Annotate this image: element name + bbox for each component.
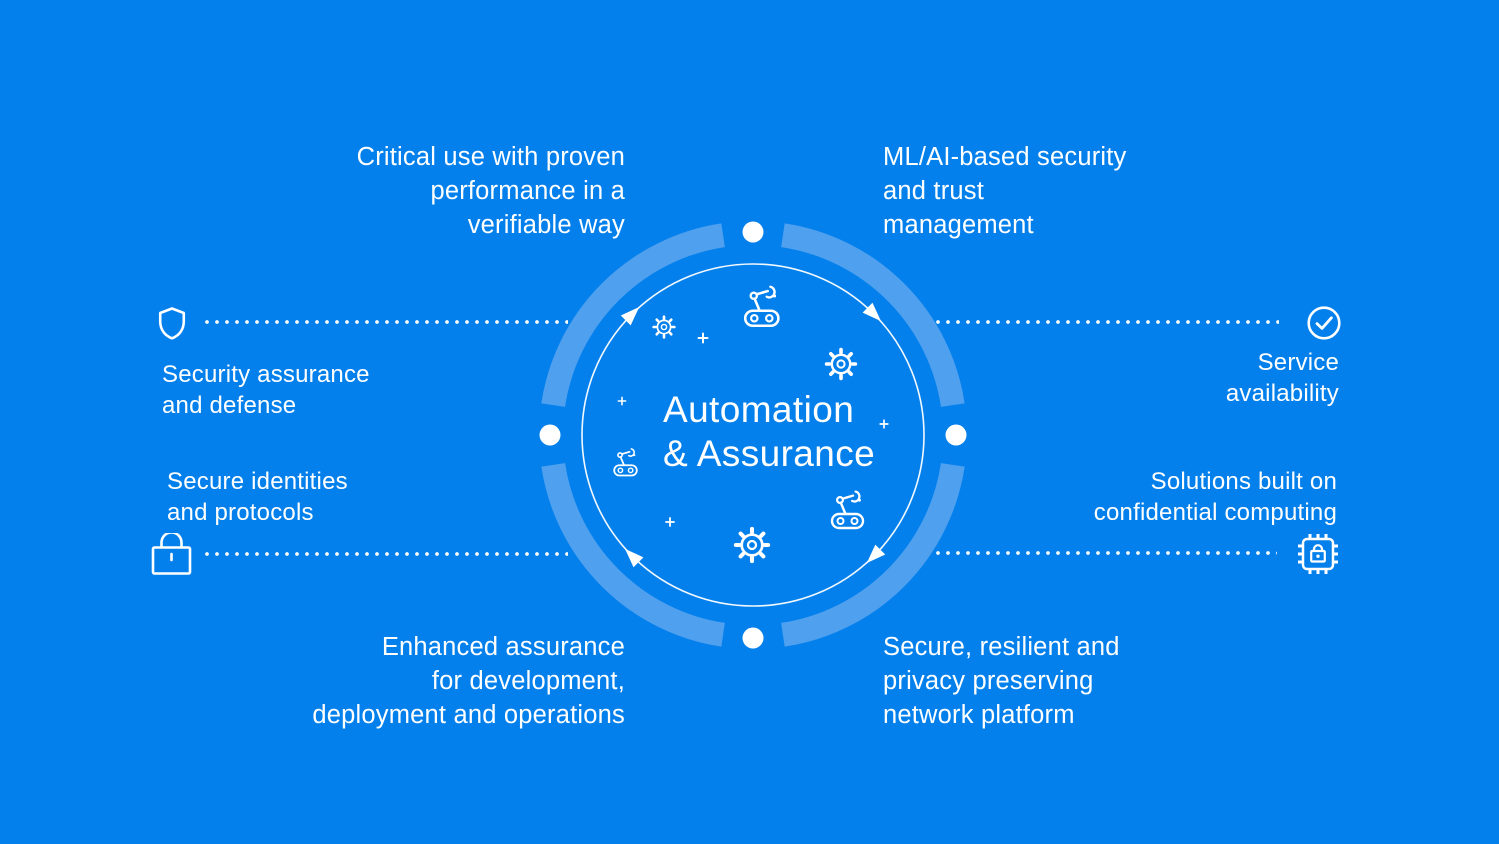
callout-line: Solutions built on	[1150, 468, 1337, 495]
callout-line: availability	[1225, 379, 1339, 407]
callout-line: verifiable way	[467, 211, 625, 239]
cycle-circle	[581, 263, 925, 607]
lock-icon	[151, 533, 192, 575]
callout-line: Secure identities	[167, 468, 348, 495]
callout-bottom-left: Enhanced assurance for development, depl…	[312, 630, 625, 732]
center-title: Automation & Assurance	[663, 388, 875, 476]
gear-icon	[824, 347, 858, 381]
callout-line: confidential computing	[1093, 498, 1337, 526]
dotted-connector	[933, 551, 1277, 555]
plus-icon	[617, 396, 627, 406]
callout-identities: Secure identities and protocols	[167, 467, 348, 528]
callout-bottom-right: Secure, resilient and privacy preserving…	[883, 630, 1120, 732]
dotted-connector	[202, 552, 568, 556]
callout-line: privacy preserving	[883, 667, 1094, 695]
callout-line: for development,	[431, 667, 625, 695]
plus-icon	[697, 332, 709, 344]
gear-icon	[736, 529, 768, 561]
callout-security: Security assurance and defense	[162, 360, 370, 421]
callout-line: ML/AI-based security	[883, 143, 1127, 171]
callout-line: Critical use with proven	[356, 143, 625, 171]
callout-line: performance in a	[430, 177, 625, 205]
chip-lock-icon	[1295, 531, 1341, 577]
shield-icon	[157, 306, 187, 341]
node-dots	[539, 221, 967, 649]
plus-icon	[665, 517, 675, 527]
plus-icon	[879, 419, 889, 429]
callout-availability: Service availability	[1226, 348, 1339, 409]
callout-line: management	[883, 211, 1034, 239]
callout-line: deployment and operations	[312, 701, 625, 729]
center-title-line: & Assurance	[663, 433, 876, 474]
callout-line: Security assurance	[162, 361, 370, 388]
check-circle-icon	[1306, 305, 1342, 341]
callout-line: and defense	[162, 391, 297, 419]
automation-cycle-graphic	[539, 221, 967, 649]
callout-line: and protocols	[167, 498, 314, 526]
node-dot	[742, 627, 764, 649]
callout-line: network platform	[883, 701, 1075, 729]
segmented-ring	[541, 223, 965, 647]
robot-arm-icon	[613, 448, 638, 477]
center-title-line: Automation	[663, 389, 855, 430]
callout-line: Secure, resilient and	[883, 633, 1120, 661]
robot-arm-icon	[743, 285, 780, 328]
callout-top-right: ML/AI-based security and trust managemen…	[883, 140, 1127, 242]
callout-line: and trust	[883, 177, 985, 205]
node-dot	[945, 424, 967, 446]
callout-top-left: Critical use with proven performance in …	[357, 140, 625, 242]
dotted-connector	[933, 320, 1279, 324]
robot-arm-icon	[830, 490, 865, 530]
callout-confidential: Solutions built on confidential computin…	[1094, 467, 1337, 528]
node-dot	[539, 424, 561, 446]
node-dot	[742, 221, 764, 243]
callout-line: Enhanced assurance	[381, 633, 625, 661]
gear-icon	[652, 315, 676, 339]
callout-line: Service	[1257, 349, 1339, 376]
dotted-connector	[202, 320, 568, 324]
